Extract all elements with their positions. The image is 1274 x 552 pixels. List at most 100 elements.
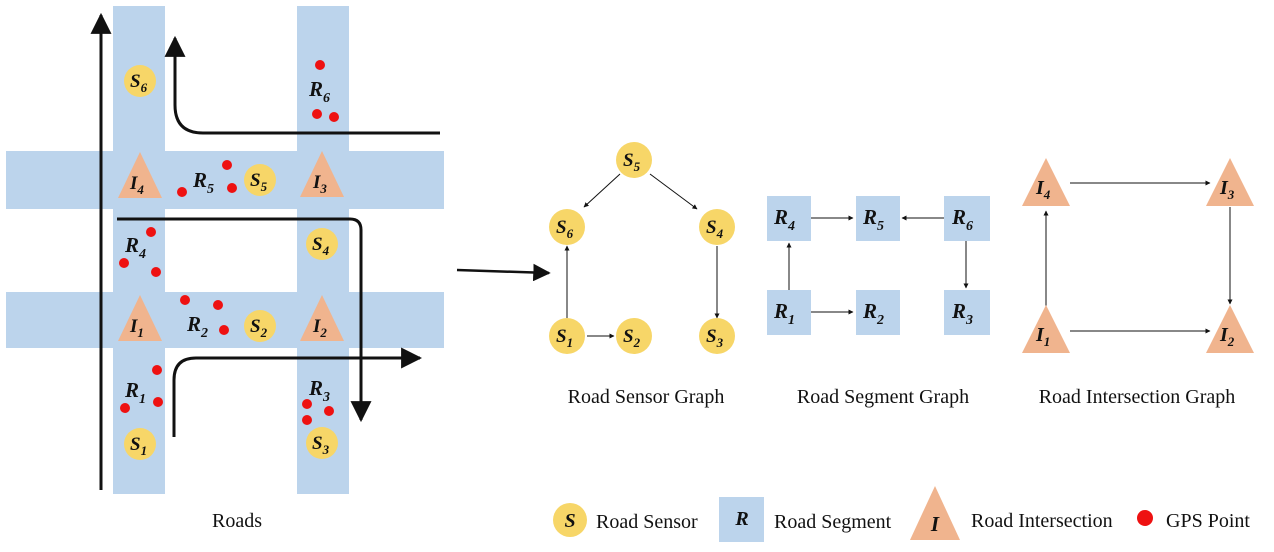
legend-sensor-icon	[553, 503, 587, 537]
svg-text:S2: S2	[250, 316, 268, 340]
roads-map: S6 S5 S4 S2 S1 S3 I4 I3	[6, 6, 444, 532]
segment-graph: R4 R5 R6 R1 R2 R3 Road Segment Graph	[767, 196, 990, 408]
svg-text:I4: I4	[129, 173, 144, 197]
caption-roads: Roads	[212, 510, 262, 532]
svg-text:S5: S5	[623, 150, 641, 174]
map-segment-r4: R4	[124, 233, 146, 262]
sensor-node-s4: S4	[699, 209, 735, 245]
road-horizontal-bottom	[6, 292, 444, 348]
map-segment-r2: R2	[186, 312, 208, 341]
legend-gps-icon	[1137, 510, 1153, 526]
map-sensor-s4: S4	[306, 228, 338, 260]
gps-point	[315, 60, 325, 70]
sensor-node-s6: S6	[549, 209, 585, 245]
gps-point	[302, 415, 312, 425]
intersection-graph: I4 I3 I1 I2 Road Intersection Graph	[1022, 158, 1254, 408]
svg-text:I4: I4	[1035, 177, 1051, 202]
caption-intersection-graph: Road Intersection Graph	[1039, 386, 1236, 408]
segment-node-r4: R4	[767, 196, 811, 241]
svg-text:I3: I3	[312, 172, 327, 196]
sensor-node-s1: S1	[549, 318, 585, 354]
svg-text:S3: S3	[312, 433, 330, 457]
legend-intersection-icon	[910, 486, 960, 540]
map-sensor-s6: S6	[124, 65, 156, 97]
map-intersection-i1: I1	[118, 295, 162, 341]
trajectory-turn-east	[172, 347, 423, 437]
legend-segment-label: Road Segment	[774, 511, 892, 533]
map-sensor-s1: S1	[124, 428, 156, 460]
intersection-node-i1: I1	[1022, 305, 1070, 353]
gps-point	[152, 365, 162, 375]
transform-arrow	[456, 263, 551, 282]
gps-point	[180, 295, 190, 305]
gps-points	[119, 60, 339, 425]
gps-point	[222, 160, 232, 170]
segment-node-r5: R5	[856, 196, 900, 241]
map-intersection-i3: I3	[300, 151, 344, 197]
legend-sensor-symbol: S	[564, 510, 575, 532]
intersection-node-i4: I4	[1022, 158, 1070, 206]
svg-text:S1: S1	[130, 434, 147, 458]
legend-gps: GPS Point	[1137, 510, 1250, 532]
gps-point	[153, 397, 163, 407]
svg-text:S4: S4	[706, 217, 724, 241]
gps-point	[151, 267, 161, 277]
edge-s5-s6	[583, 173, 621, 208]
svg-text:S6: S6	[130, 71, 148, 95]
svg-text:I1: I1	[129, 316, 144, 340]
map-intersection-i2: I2	[300, 295, 344, 341]
gps-point	[324, 406, 334, 416]
legend-sensor-label: Road Sensor	[596, 511, 698, 533]
trajectory-turn-south	[117, 217, 372, 423]
svg-text:R1: R1	[773, 299, 795, 328]
svg-text:S1: S1	[556, 326, 573, 350]
gps-point	[219, 325, 229, 335]
sensor-node-s2: S2	[616, 318, 652, 354]
gps-point	[227, 183, 237, 193]
gps-point	[177, 187, 187, 197]
map-intersection-i4: I4	[118, 152, 162, 198]
svg-text:S5: S5	[250, 170, 268, 194]
svg-text:R4: R4	[773, 205, 795, 234]
legend-intersection: I Road Intersection	[910, 486, 1113, 540]
svg-text:S6: S6	[556, 217, 574, 241]
legend-intersection-label: Road Intersection	[971, 510, 1113, 532]
caption-sensor-graph: Road Sensor Graph	[568, 386, 725, 408]
map-sensor-s5: S5	[244, 164, 276, 196]
sensor-graph: S5 S6 S4 S1 S2 S3 Road Sensor Graph	[549, 142, 735, 408]
svg-text:R2: R2	[862, 299, 884, 328]
gps-point	[302, 399, 312, 409]
legend-gps-label: GPS Point	[1166, 510, 1250, 532]
legend-sensor: S Road Sensor	[553, 503, 698, 537]
trajectory-turn-north	[164, 35, 440, 135]
intersection-node-i2: I2	[1206, 305, 1254, 353]
legend-segment-symbol: R	[734, 508, 748, 530]
svg-text:R5: R5	[862, 205, 884, 234]
road-horizontal-top	[6, 151, 444, 209]
segment-node-r1: R1	[767, 290, 811, 335]
segment-node-r6: R6	[944, 196, 990, 241]
intersection-node-i3: I3	[1206, 158, 1254, 206]
gps-point	[146, 227, 156, 237]
svg-text:I2: I2	[312, 316, 327, 340]
map-segment-r6: R6	[308, 77, 330, 106]
map-sensor-s3: S3	[306, 427, 338, 459]
gps-point	[119, 258, 129, 268]
legend-segment-icon	[719, 497, 764, 542]
caption-segment-graph: Road Segment Graph	[797, 386, 969, 408]
gps-point	[329, 112, 339, 122]
segment-node-r2: R2	[856, 290, 900, 335]
sensor-node-s5: S5	[616, 142, 652, 178]
svg-text:S3: S3	[706, 326, 724, 350]
svg-text:I3: I3	[1219, 177, 1235, 202]
legend-intersection-symbol: I	[930, 512, 940, 536]
sensor-node-s3: S3	[699, 318, 735, 354]
gps-point	[312, 109, 322, 119]
svg-text:R6: R6	[951, 205, 973, 234]
svg-text:R3: R3	[951, 299, 973, 328]
svg-text:S2: S2	[623, 326, 641, 350]
gps-point	[213, 300, 223, 310]
svg-text:I1: I1	[1035, 324, 1050, 349]
map-segment-r1: R1	[124, 378, 146, 407]
